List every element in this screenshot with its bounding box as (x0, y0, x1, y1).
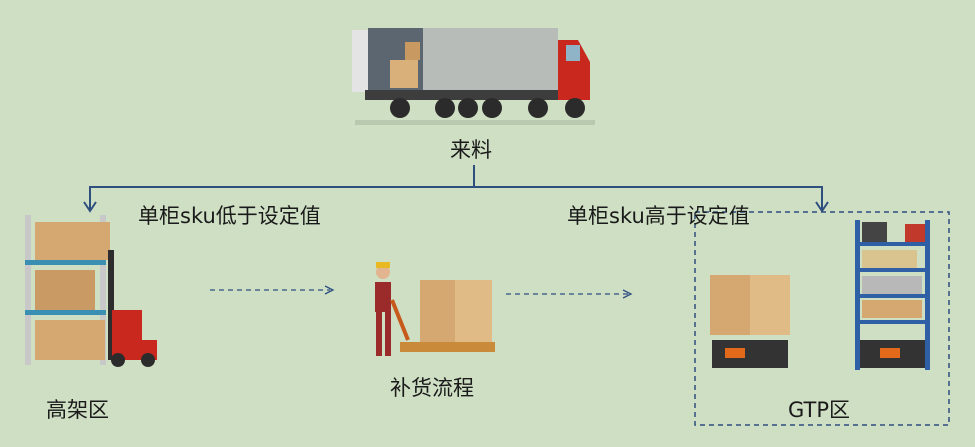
replenish-illustration (375, 262, 495, 356)
branch-high-label: 单柜sku高于设定值 (567, 204, 750, 228)
source-label: 来料 (450, 138, 492, 162)
gtp-zone-label: GTP区 (788, 398, 851, 422)
high-rack-illustration (25, 215, 157, 367)
truck-illustration (352, 28, 595, 125)
gtp-zone-box (694, 211, 950, 426)
dashed-arrows (210, 289, 628, 295)
replenish-label: 补货流程 (390, 376, 474, 400)
rack-zone-label: 高架区 (46, 398, 109, 422)
branch-low-label: 单柜sku低于设定值 (138, 204, 321, 228)
flow-connectors (83, 165, 829, 213)
gtp-illustration (710, 220, 930, 370)
